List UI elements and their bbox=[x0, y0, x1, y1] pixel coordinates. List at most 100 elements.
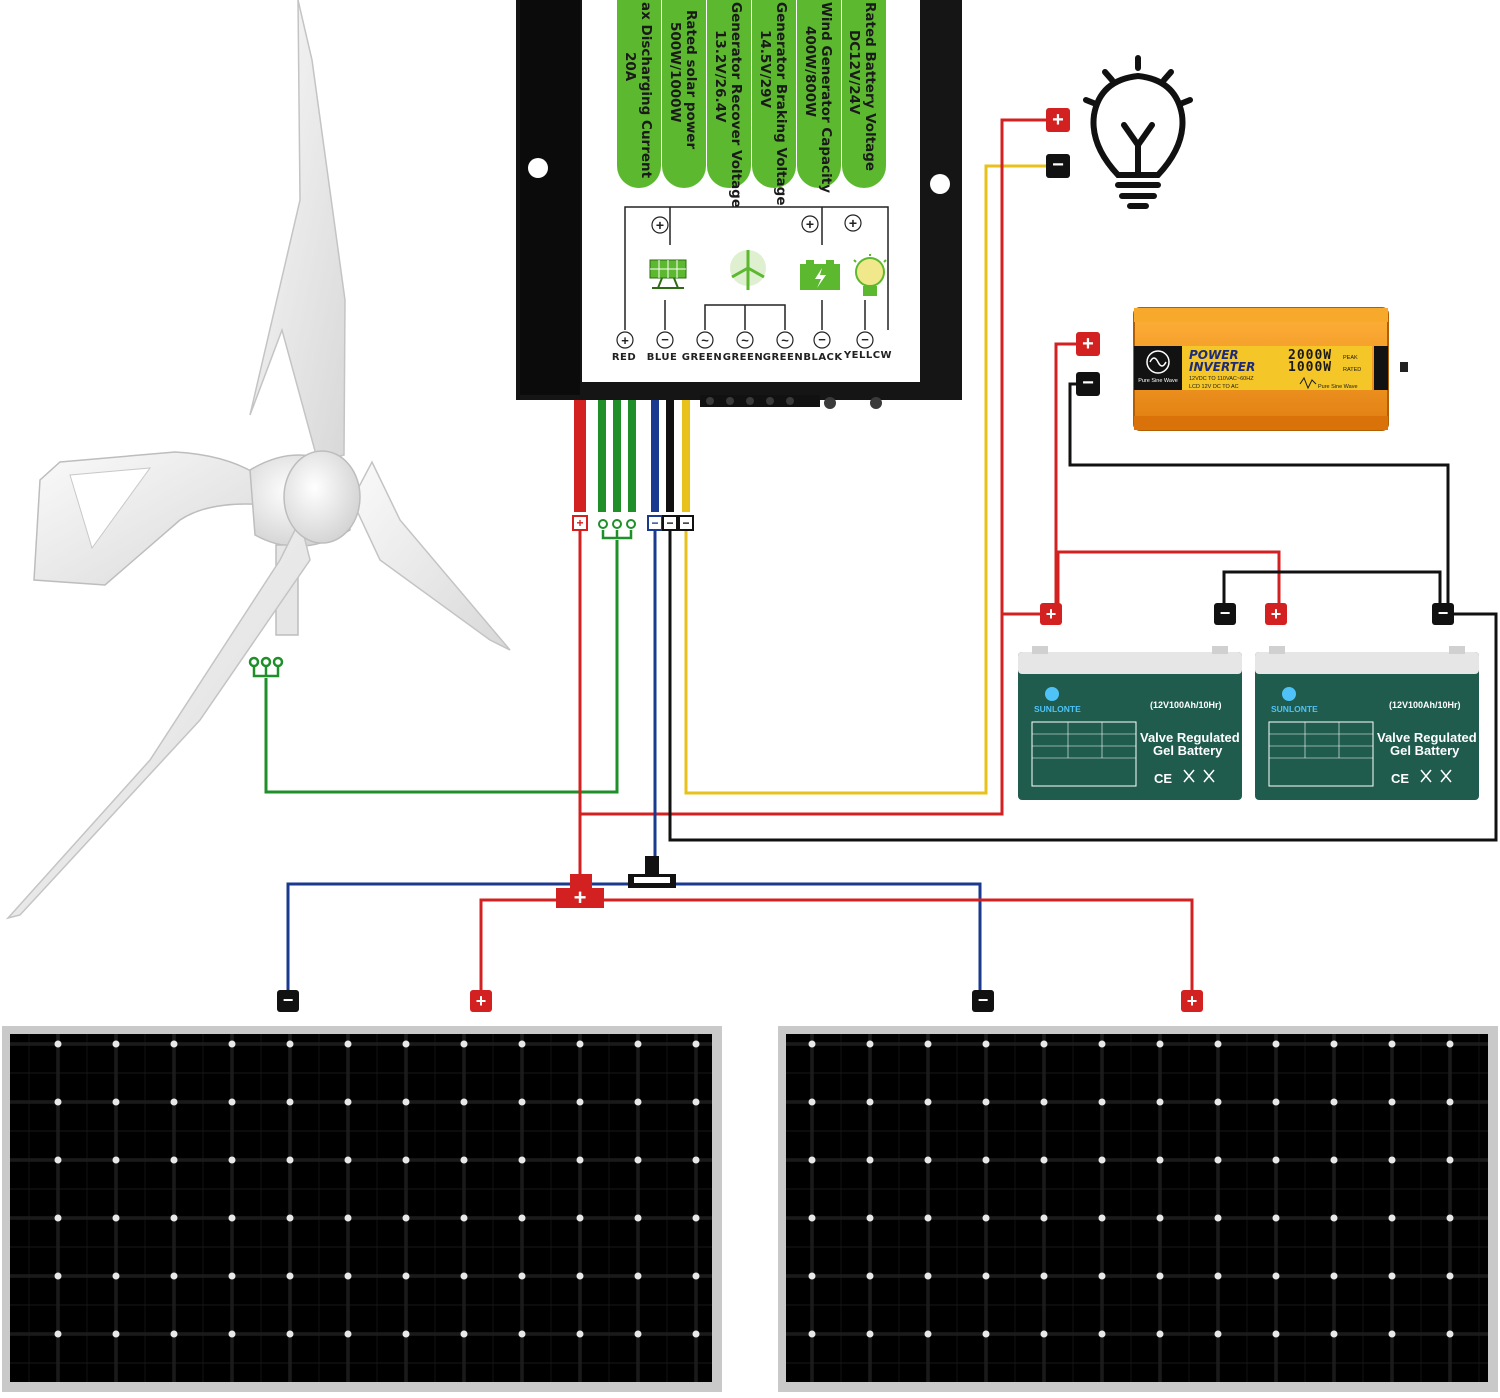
battery-2-positive-terminal: + bbox=[1265, 603, 1287, 625]
battery-2-brand: SUNLONTE bbox=[1271, 704, 1318, 714]
inverter-spec-line-2: LCD 12V DC TO AC bbox=[1189, 384, 1239, 390]
lead-cap-black: − bbox=[662, 515, 678, 531]
svg-text:−: − bbox=[1082, 372, 1094, 394]
battery-2-type-1: Valve Regulated bbox=[1377, 730, 1477, 745]
battery-2-marks: CE bbox=[1391, 771, 1409, 786]
spec-pill-5: ax Discharging Current 20A bbox=[617, 0, 661, 188]
battery-1: SUNLONTE (12V100Ah/10Hr) Valve Regulated… bbox=[1018, 646, 1242, 800]
light-bulb-icon bbox=[1083, 55, 1193, 209]
svg-text:−: − bbox=[1052, 154, 1064, 176]
panel-right-positive-terminal: + bbox=[1181, 990, 1203, 1012]
solar-panel-icon bbox=[649, 259, 687, 289]
turbine-blade-right bbox=[351, 460, 511, 651]
wire-load-negative bbox=[684, 164, 1046, 795]
wind-turbine-icon bbox=[730, 250, 766, 290]
solar-panel-right bbox=[778, 1026, 1498, 1392]
svg-text:+: + bbox=[806, 216, 814, 232]
power-inverter: Pure Sine Wave POWER INVERTER 2000W PEAK… bbox=[1133, 307, 1408, 431]
inverter-watt-rated-suffix: RATED bbox=[1343, 367, 1361, 373]
panel-left-negative-terminal: − bbox=[277, 990, 299, 1012]
spec-value-5: 20A bbox=[622, 52, 638, 82]
terminal-label-yellow: YELLCW bbox=[843, 350, 892, 361]
spec-label-4: Rated solar power bbox=[683, 10, 699, 149]
battery-1-positive-terminal: + bbox=[1040, 603, 1062, 625]
wire-inverter-positive bbox=[1054, 342, 1077, 604]
svg-text:−: − bbox=[1220, 603, 1231, 623]
battery-1-negative-terminal: − bbox=[1214, 603, 1236, 625]
svg-text:+: + bbox=[476, 991, 487, 1011]
lead-cap-green bbox=[598, 519, 636, 529]
bracket-plus-markers: + + + bbox=[651, 214, 862, 234]
solar-panel-left bbox=[2, 1026, 722, 1392]
spec-pill-2: Generator Braking Voltage 14.5V/29V bbox=[752, 0, 796, 206]
spec-label-1: Wind Generator Capacity bbox=[818, 2, 834, 193]
lamp-icon bbox=[853, 254, 887, 296]
inverter-title-1: POWER bbox=[1189, 348, 1239, 362]
wire-battery-link-red bbox=[1056, 550, 1281, 604]
terminal-label-black: BLACK bbox=[803, 352, 843, 363]
spec-value-3: 13.2V/26.4V bbox=[712, 30, 728, 123]
svg-text:+: + bbox=[1046, 604, 1057, 624]
inverter-positive-terminal: + bbox=[1076, 332, 1100, 356]
terminal-labels: RED BLUE GREEN GREEN GREEN BLACK YELLCW bbox=[612, 350, 892, 363]
svg-text:+: + bbox=[1082, 333, 1094, 355]
spec-label-0: Rated Battery Voltage bbox=[862, 2, 878, 171]
terminal-screws bbox=[700, 395, 882, 409]
terminal-label-green-3: GREEN bbox=[763, 352, 803, 363]
svg-text:−: − bbox=[661, 332, 669, 347]
svg-text:−: − bbox=[666, 516, 673, 530]
spec-pill-4: Rated solar power 500W/1000W bbox=[662, 0, 706, 188]
inverter-watt-peak-suffix: PEAK bbox=[1343, 355, 1358, 361]
svg-text:+: + bbox=[1271, 604, 1282, 624]
turbine-tail-fin bbox=[33, 451, 269, 586]
battery-1-capacity: (12V100Ah/10Hr) bbox=[1150, 700, 1222, 710]
svg-text:~: ~ bbox=[701, 333, 709, 348]
svg-text:~: ~ bbox=[781, 333, 789, 348]
spec-label-3: Generator Recover Voltage bbox=[728, 2, 744, 208]
terminal-label-green-1: GREEN bbox=[682, 352, 722, 363]
lead-cap-yellow: − bbox=[678, 515, 694, 531]
inverter-watt-peak: 2000W bbox=[1288, 348, 1332, 363]
lead-cap-red: + bbox=[572, 515, 588, 531]
battery-2-type-2: Gel Battery bbox=[1390, 743, 1460, 758]
battery-1-marks: CE bbox=[1154, 771, 1172, 786]
svg-text:+: + bbox=[621, 333, 629, 348]
battery-2-negative-terminal: − bbox=[1432, 603, 1454, 625]
turbine-blade-lower bbox=[5, 517, 311, 920]
svg-text:+: + bbox=[574, 885, 587, 910]
inverter-negative-terminal: − bbox=[1076, 372, 1100, 396]
lead-cap-blue: − bbox=[647, 515, 663, 531]
svg-text:+: + bbox=[849, 215, 857, 231]
svg-text:−: − bbox=[283, 990, 294, 1010]
terminal-label-green-2: GREEN bbox=[723, 352, 763, 363]
wire-inverter-negative bbox=[1068, 382, 1450, 604]
controller-bracket bbox=[624, 206, 889, 330]
spec-list: Rated Battery Voltage DC12V/24V Wind Gen… bbox=[617, 0, 886, 208]
inverter-footer: Pure Sine Wave bbox=[1318, 384, 1358, 390]
spec-value-2: 14.5V/29V bbox=[757, 30, 773, 108]
wire-wind-3phase bbox=[264, 540, 619, 794]
terminal-label-blue: BLUE bbox=[647, 352, 678, 363]
svg-text:+: + bbox=[576, 516, 583, 530]
terminal-badges: + − − − + − + − + − + − + − + − + bbox=[277, 108, 1454, 1012]
spec-pill-1: Wind Generator Capacity 400W/800W bbox=[797, 0, 841, 193]
inverter-title-2: INVERTER bbox=[1189, 360, 1255, 374]
panel-right-negative-terminal: − bbox=[972, 990, 994, 1012]
spec-label-5: ax Discharging Current bbox=[638, 2, 654, 179]
solar-negative-combiner bbox=[628, 856, 676, 888]
spec-label-2: Generator Braking Voltage bbox=[773, 2, 789, 206]
battery-1-type-1: Valve Regulated bbox=[1140, 730, 1240, 745]
svg-text:+: + bbox=[656, 217, 664, 233]
inverter-wave-label: Pure Sine Wave bbox=[1138, 378, 1178, 384]
battery-2: SUNLONTE (12V100Ah/10Hr) Valve Regulated… bbox=[1255, 646, 1479, 800]
turbine-blade-upper bbox=[249, 0, 346, 463]
wire-battery-link-black bbox=[1222, 570, 1442, 604]
spec-value-1: 400W/800W bbox=[802, 26, 818, 117]
battery-2-capacity: (12V100Ah/10Hr) bbox=[1389, 700, 1461, 710]
svg-text:−: − bbox=[818, 332, 826, 347]
solar-positive-combiner: + bbox=[556, 874, 604, 910]
wind-turbine bbox=[5, 0, 511, 920]
battery-1-brand: SUNLONTE bbox=[1034, 704, 1081, 714]
spec-value-0: DC12V/24V bbox=[846, 30, 862, 115]
